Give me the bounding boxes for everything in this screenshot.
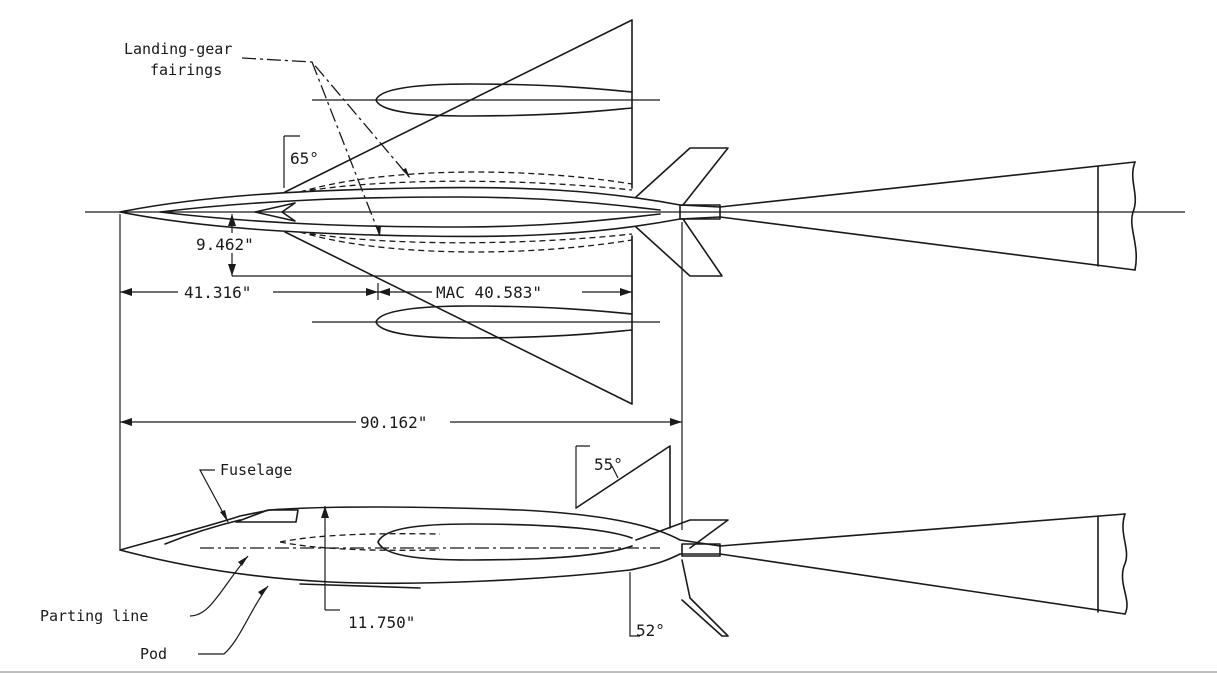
overall-dimension <box>120 412 682 432</box>
plan-dim-arrow-a <box>120 288 132 296</box>
side-canopy <box>235 509 299 523</box>
plan-wing-lower <box>284 231 633 405</box>
plan-fairing-upper <box>375 83 633 117</box>
leader-pod <box>198 585 269 655</box>
plan-pod-outline <box>159 196 661 228</box>
leader-parting-arrow <box>238 556 248 566</box>
dim-mac: MAC 40.583" <box>436 283 542 302</box>
side-tail-fin-upper <box>575 445 671 529</box>
side-sweep-ref-lower <box>629 572 640 637</box>
plan-tail-ring <box>679 204 721 220</box>
side-pod-belly <box>299 583 421 589</box>
side-tail-ring <box>681 543 721 557</box>
leader-fuselage-arrow <box>220 510 228 522</box>
plan-fuselage-outline <box>119 186 721 238</box>
plan-fairing-lower <box>375 305 633 339</box>
dim-pod-depth: 11.750" <box>348 613 415 632</box>
dim-overall-arrow-r <box>670 418 682 426</box>
side-pod-hidden <box>279 533 441 551</box>
dim-mac-station: 41.316" <box>184 283 251 302</box>
side-sweep-arc-upper <box>611 465 619 479</box>
label-landing-gear-1: Landing-gear <box>124 40 232 58</box>
label-landing-gear-2: fairings <box>150 61 222 79</box>
plan-sweep-ref <box>283 135 300 188</box>
plan-wing-upper <box>284 19 633 193</box>
side-sweep-ref-upper <box>575 445 590 508</box>
side-nose-fairing <box>164 519 241 545</box>
plan-leader-arrow-2 <box>376 226 381 236</box>
side-view <box>119 445 1128 655</box>
side-boom <box>719 513 1126 615</box>
side-boom-break <box>1121 513 1128 615</box>
label-fuselage: Fuselage <box>220 461 292 479</box>
side-dim-depth-arrow <box>321 506 329 518</box>
dim-offset: 9.462" <box>196 235 254 254</box>
plan-canopy <box>254 202 296 222</box>
side-pod-outline <box>377 523 633 561</box>
plan-dim-offset-arrow2 <box>228 264 236 276</box>
dim-sweep-wing: 65° <box>290 149 319 168</box>
dim-overall: 90.162" <box>360 413 427 432</box>
plan-dim-arrow-b <box>366 288 378 296</box>
dim-sweep-tail-lower: 52° <box>636 621 665 640</box>
plan-dim-arrow-c <box>378 288 390 296</box>
plan-view <box>85 19 1185 405</box>
plan-leader-arrow-1 <box>402 168 410 178</box>
leader-pod-arrow <box>258 586 268 596</box>
plan-dim-arrow-d <box>620 288 632 296</box>
plan-boom <box>719 161 1136 271</box>
plan-fairing-retracted-upper <box>299 171 633 193</box>
plan-boom-break <box>1131 161 1137 271</box>
side-stabilizer-upper <box>635 519 729 549</box>
plan-dim-offset-arrow <box>228 214 236 226</box>
plan-tail-fin-upper <box>635 147 729 206</box>
plan-leader-gear <box>241 57 411 237</box>
leader-parting-line <box>189 555 249 617</box>
leader-fuselage <box>198 469 229 523</box>
label-parting-line: Parting line <box>40 607 148 625</box>
dim-sweep-tail-upper: 55° <box>594 455 623 474</box>
side-stabilizer-lower <box>681 559 729 637</box>
dim-overall-arrow-l <box>120 418 132 426</box>
plan-tail-fin-lower <box>635 218 723 277</box>
plan-fairing-retracted-lower <box>299 231 633 253</box>
label-pod: Pod <box>140 645 167 663</box>
side-fuselage-outline <box>119 506 721 585</box>
